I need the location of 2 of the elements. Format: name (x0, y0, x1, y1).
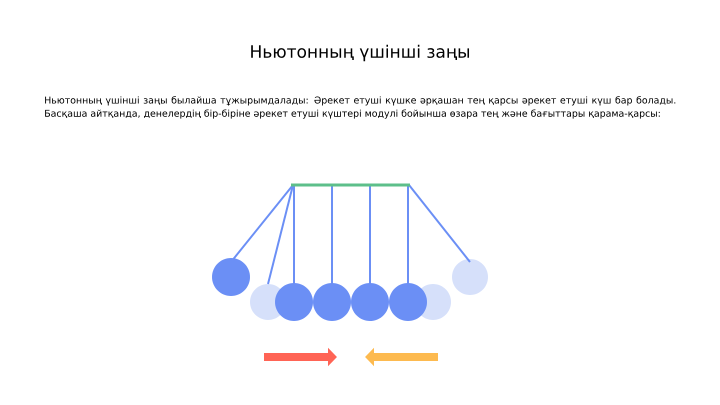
title: Ньютонның үшінші заңы (251, 44, 470, 62)
paragraph: Ньютонның үшінші заңы былайша тұжырымдалады: Әрекет етуші күшке әрқашан тең қарсы әрекет етуші күш бар болады. Басқаша айтқанда, денелердің бір-біріне әрекет етуші күштері модулі бойынша өзара тең және бағыттары қарама-қарсы: (45, 96, 676, 119)
